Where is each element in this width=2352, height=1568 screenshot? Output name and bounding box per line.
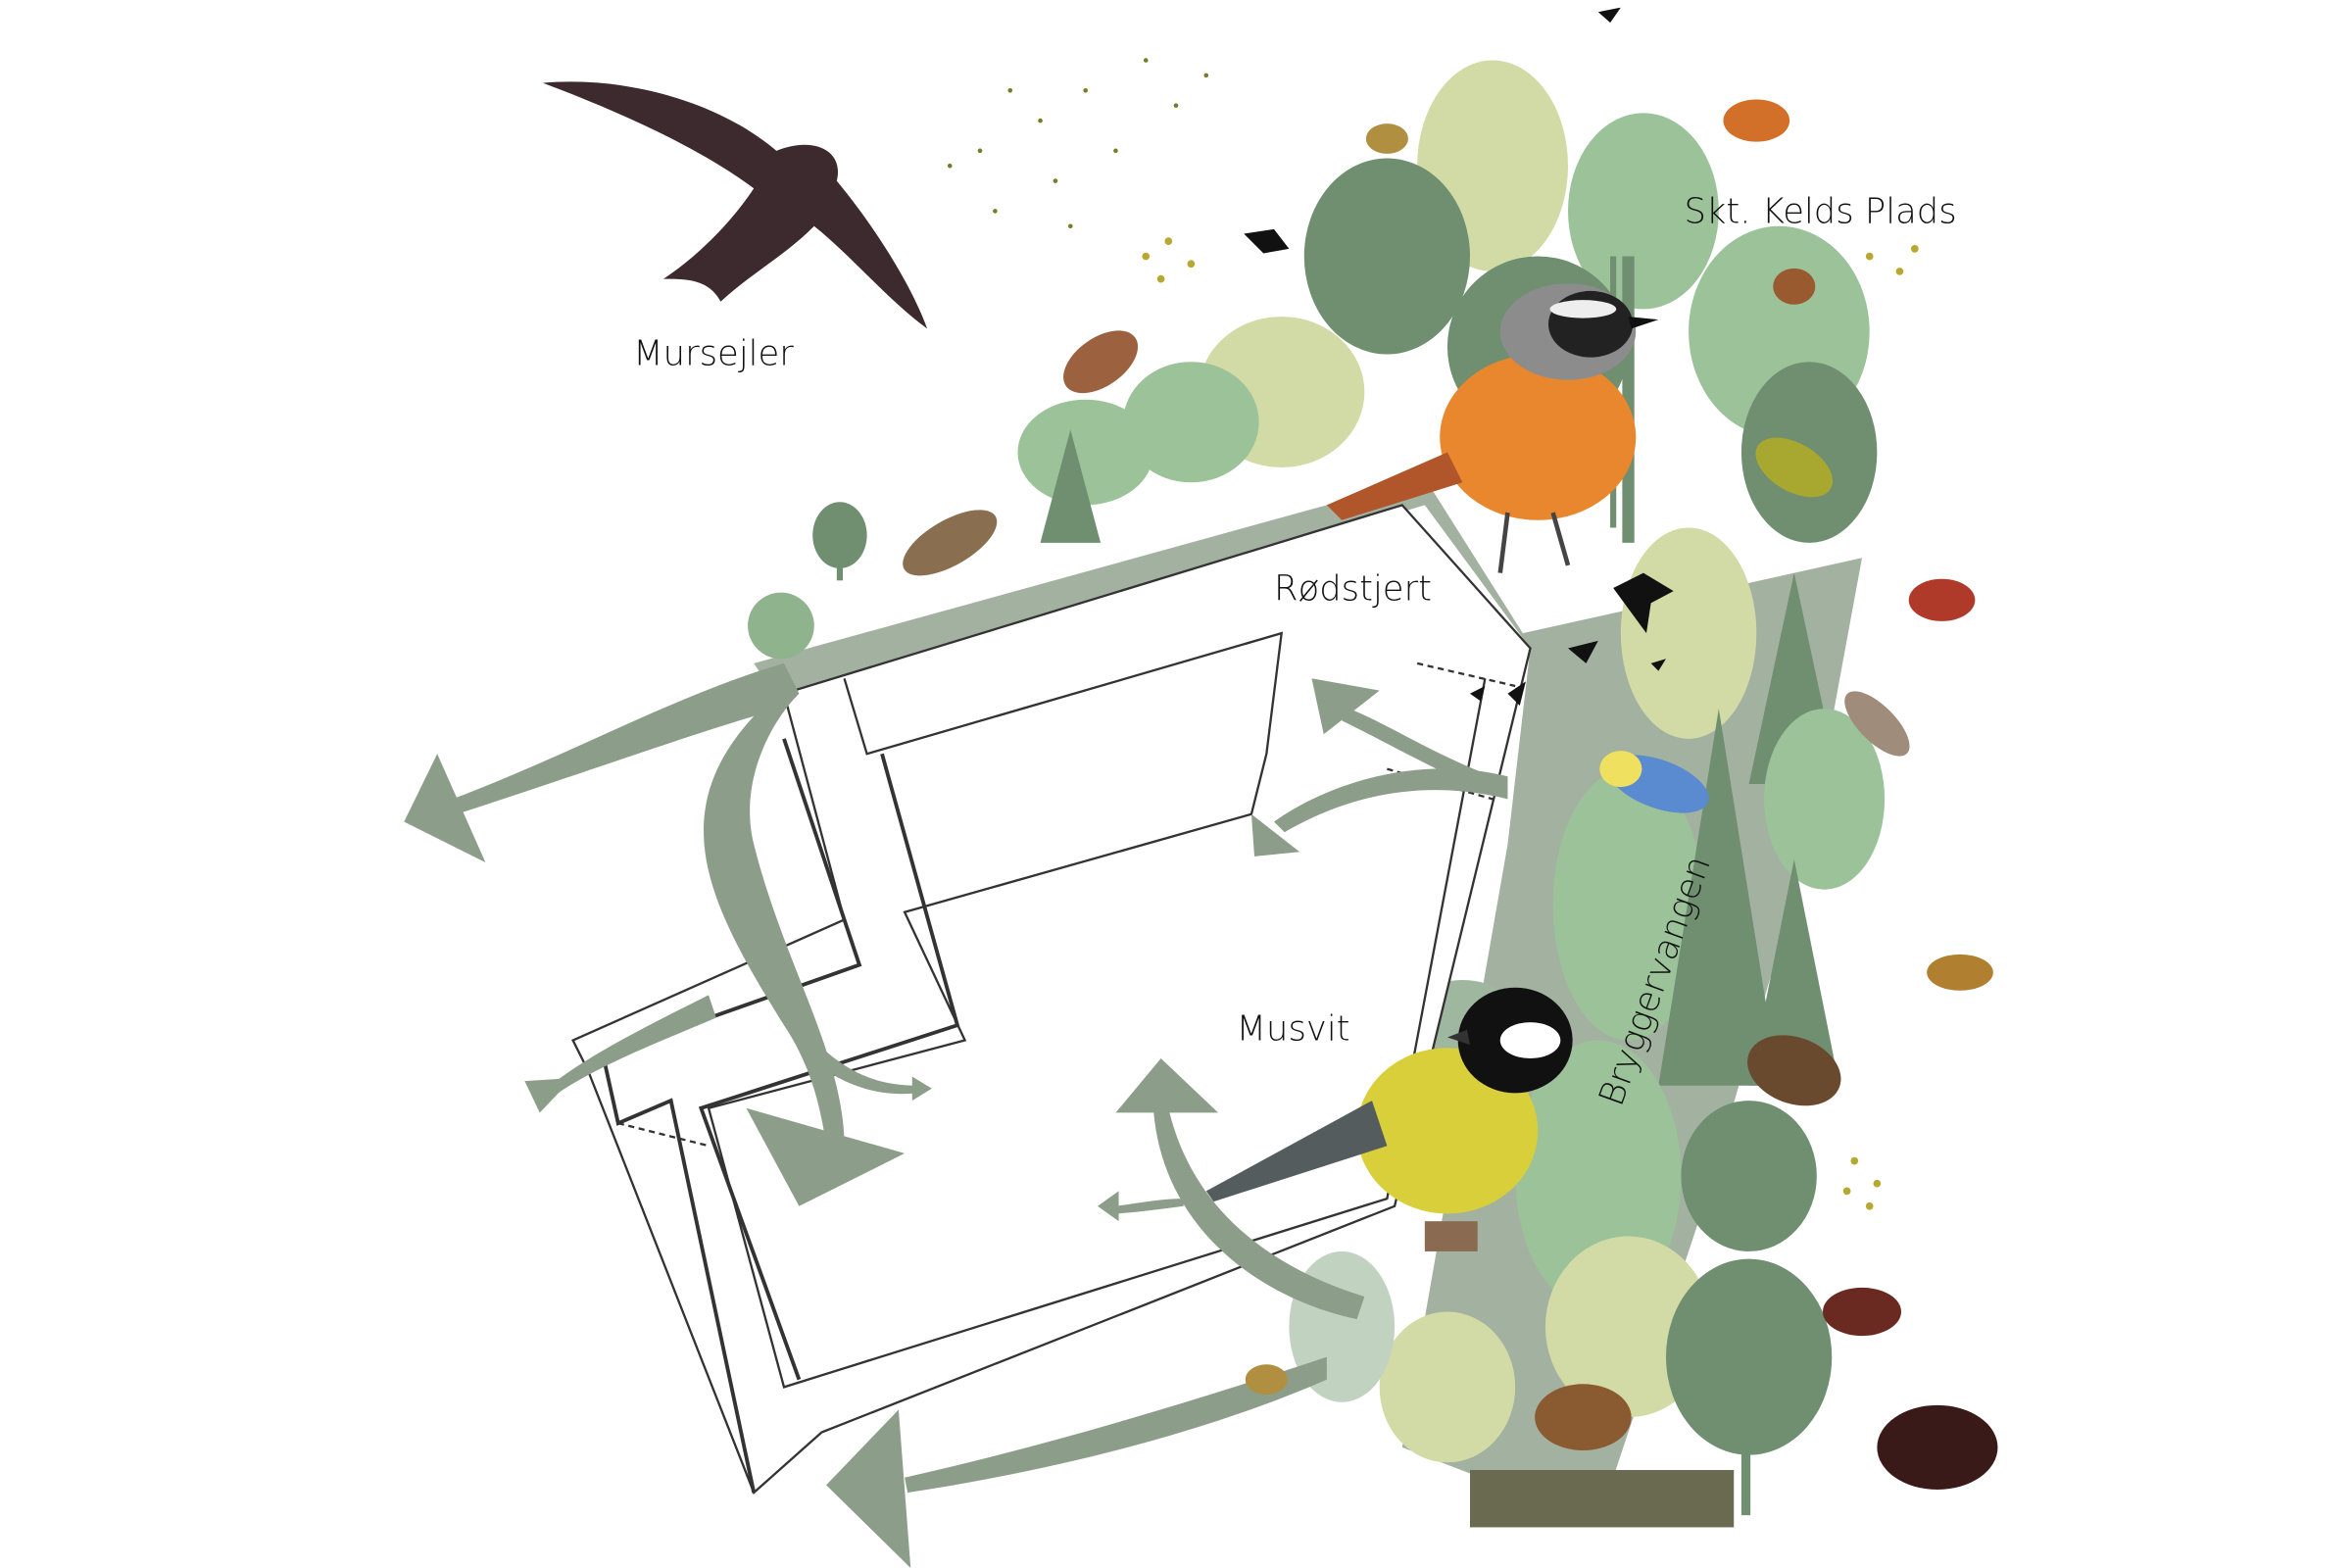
movement-arrows [404, 662, 1508, 1568]
label-redstart: Rødstjert [1274, 568, 1432, 609]
label-great-tit: Musvit [1237, 1009, 1350, 1050]
seed-dots [947, 58, 1919, 1210]
butterflies [1245, 99, 1998, 1490]
label-swift: Mursejler [633, 333, 794, 373]
swift-image [542, 81, 928, 329]
tree-small-west [748, 502, 867, 660]
great-tit-image [1205, 987, 1573, 1251]
small-birds [903, 268, 1910, 1528]
redstart-image [1326, 283, 1659, 573]
label-square: Skt. Kelds Plads [1684, 192, 1956, 232]
